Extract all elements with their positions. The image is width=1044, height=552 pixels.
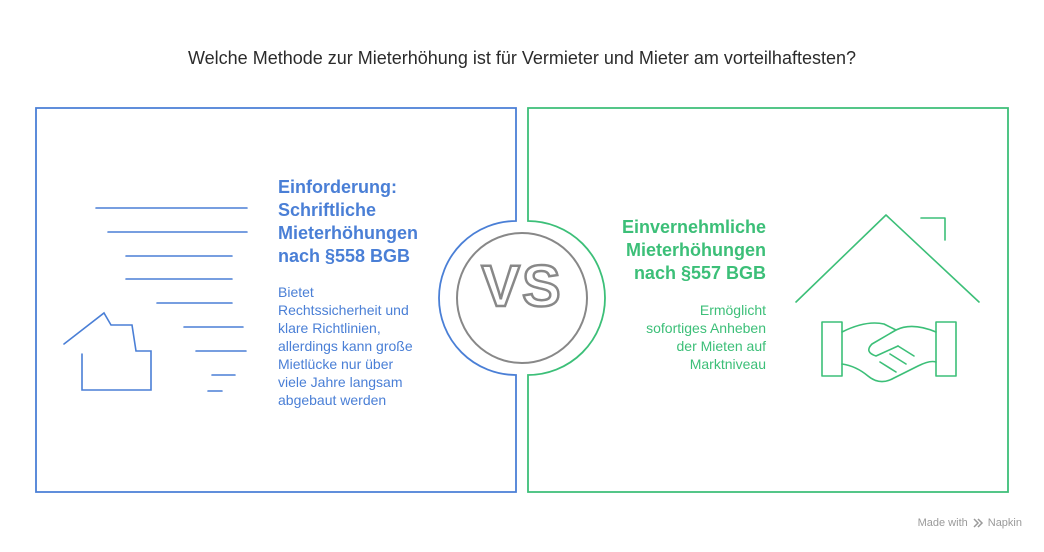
left-heading-line: nach §558 BGB <box>278 246 411 266</box>
left-heading: Einforderung: Schriftliche Mieterhöhunge… <box>278 176 438 268</box>
vs-label: VS <box>480 253 563 320</box>
left-desc-line: viele Jahre langsam <box>278 374 403 390</box>
right-option: Einvernehmliche Mieterhöhungen nach §557… <box>596 216 766 373</box>
right-desc-line: Ermöglicht <box>699 302 766 318</box>
left-desc-line: abgebaut werden <box>278 392 387 408</box>
napkin-logo-icon <box>973 518 983 528</box>
page-title: Welche Methode zur Mieterhöhung ist für … <box>188 48 856 68</box>
left-description: Bietet Rechtssicherheit und klare Richtl… <box>278 283 438 409</box>
left-panel-frame <box>35 107 517 493</box>
house-document-icon <box>63 207 248 392</box>
left-desc-line: klare Richtlinien, <box>278 320 381 336</box>
left-heading-line: Einforderung: <box>278 177 397 197</box>
napkin-brand: Napkin <box>987 517 1022 529</box>
vs-circle-outer <box>456 232 588 364</box>
left-heading-line: Schriftliche <box>278 200 377 220</box>
left-desc-line: Mietlücke nur über <box>278 356 394 372</box>
right-heading-line: Mieterhöhungen <box>626 240 766 260</box>
left-desc-line: Rechtssicherheit und <box>278 302 409 318</box>
right-description: Ermöglicht sofortiges Anheben der Mieten… <box>596 301 766 373</box>
left-heading-line: Mieterhöhungen <box>278 223 418 243</box>
right-heading-line: Einvernehmliche <box>621 217 766 237</box>
right-panel-frame <box>527 107 1009 493</box>
right-heading-line: nach §557 BGB <box>633 263 766 283</box>
left-desc-line: Bietet <box>278 284 314 300</box>
right-desc-line: sofortiges Anheben <box>646 320 766 336</box>
house-handshake-icon <box>795 214 980 383</box>
made-with-label: Made with <box>917 517 968 529</box>
right-heading: Einvernehmliche Mieterhöhungen nach §557… <box>596 216 766 285</box>
right-desc-line: Marktniveau <box>689 356 766 372</box>
right-desc-line: der Mieten auf <box>676 338 767 354</box>
left-desc-line: allerdings kann große <box>278 338 413 354</box>
left-option: Einforderung: Schriftliche Mieterhöhunge… <box>278 176 438 409</box>
made-with-napkin: Made with Napkin <box>918 517 1022 529</box>
